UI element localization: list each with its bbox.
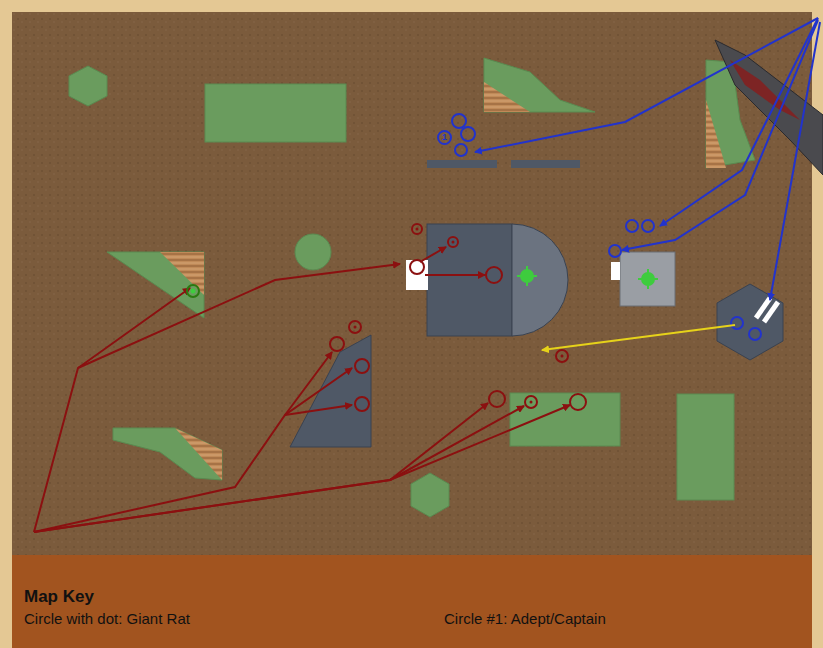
key-entry: Circle with dot: Giant Rat [24,610,190,627]
key-entry: Circle #1: Adept/Captain [444,610,606,627]
unit-circle: 1 [437,130,452,145]
key-heading: Map Key [24,587,94,607]
unit-number: 1 [442,133,447,142]
